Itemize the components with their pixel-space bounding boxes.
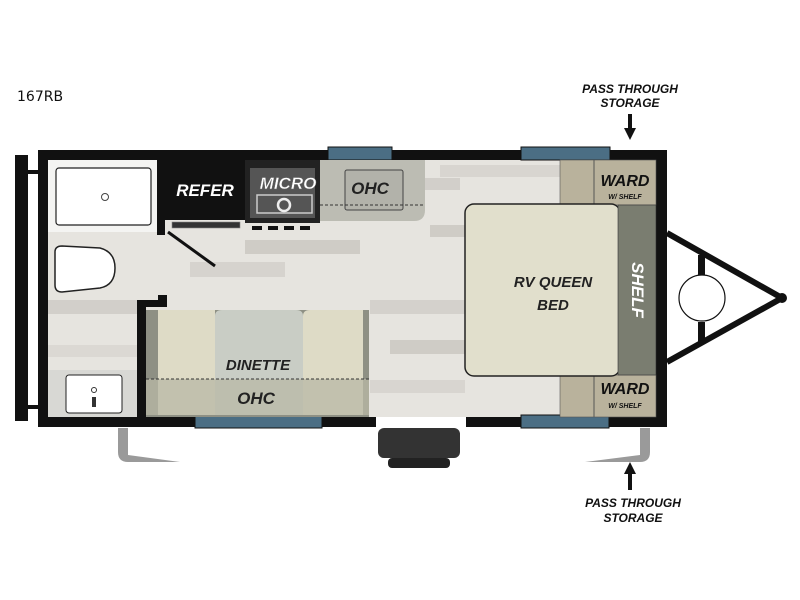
bed-label-line1: RV QUEEN [514,274,594,291]
refer-label: REFER [176,181,234,200]
model-title: 167RB [17,89,64,105]
partition-wall [137,300,146,417]
rear-bumper [15,155,28,421]
entry-step [378,428,460,468]
bathroom-door [167,230,216,268]
spare-tire [678,274,726,322]
shelf: SHELF [617,204,657,376]
storage-bottom-line1: PASS THROUGH [585,496,681,510]
stabilizer-right [585,428,650,462]
storage-top-line1: PASS THROUGH [582,82,678,96]
queen-bed: RV QUEEN BED [464,203,621,377]
windows [194,146,611,429]
dinette-label: DINETTE [226,357,291,374]
storage-top-line2: STORAGE [600,96,660,110]
toilet [54,245,116,293]
storage-bottom-line2: STORAGE [603,511,663,525]
hitch-icon [777,293,787,303]
bathroom-sink [48,370,137,417]
ward-top-sub-label: W/ SHELF [608,194,642,201]
kitchen-counter: OHC [320,160,425,221]
micro-label: MICRO [260,174,317,193]
shower [48,160,157,232]
wardrobe-bottom: WARD W/ SHELF [559,374,657,418]
ward-top-label: WARD [601,173,650,190]
trailer-tongue [665,230,787,365]
stabilizer-left [118,428,180,462]
arrow-up-icon [624,462,636,490]
refrigerator: REFER [165,160,245,229]
pass-through-storage-bottom: PASS THROUGH STORAGE [585,462,681,525]
wardrobe-top: WARD W/ SHELF [559,159,657,206]
ward-bottom-label: WARD [601,381,650,398]
bed-label-line2: BED [537,297,569,314]
dinette: DINETTE OHC [146,310,369,417]
kitchen-ohc-label: OHC [351,179,390,198]
dinette-ohc-label: OHC [237,389,276,408]
ward-bottom-sub-label: W/ SHELF [608,403,642,410]
pass-through-storage-top: PASS THROUGH STORAGE [582,82,678,140]
microwave-stove: MICRO [245,160,320,230]
arrow-down-icon [624,114,636,140]
shelf-label: SHELF [628,262,647,318]
